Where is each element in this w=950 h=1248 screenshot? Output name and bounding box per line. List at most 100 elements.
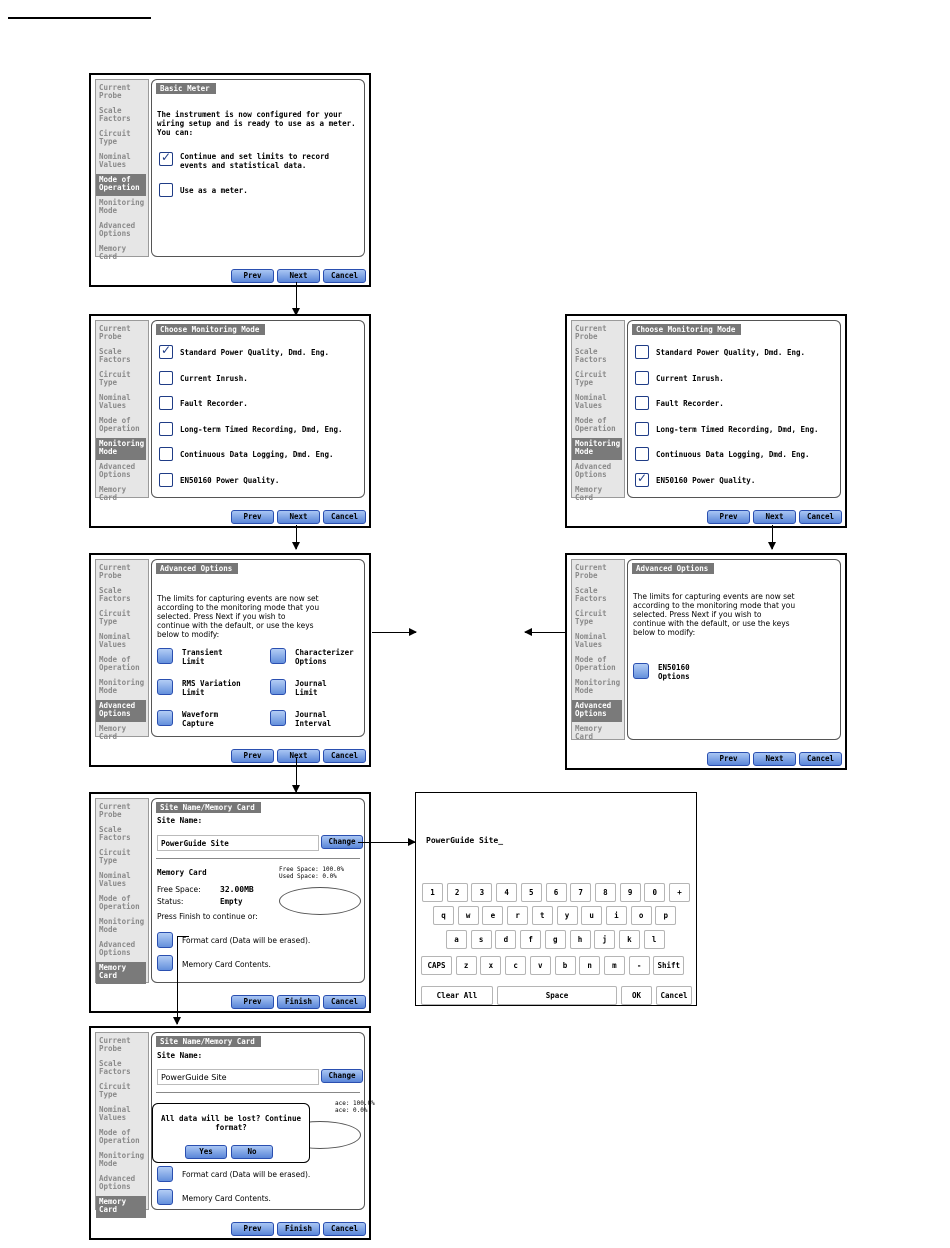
mode-checkbox-continuous[interactable] bbox=[635, 447, 649, 461]
memory-card-contents-key[interactable] bbox=[157, 1189, 173, 1205]
key-6[interactable]: 6 bbox=[545, 883, 567, 902]
format-card-key[interactable] bbox=[157, 932, 173, 948]
sidebar-item-current-probe[interactable]: Current Probe bbox=[99, 1036, 131, 1053]
key-m[interactable]: m bbox=[603, 956, 625, 975]
key-4[interactable]: 4 bbox=[496, 883, 518, 902]
key-x[interactable]: x bbox=[480, 956, 502, 975]
key-f[interactable]: f bbox=[520, 930, 542, 949]
key-i[interactable]: i bbox=[605, 906, 627, 925]
key-c[interactable]: c bbox=[505, 956, 527, 975]
sidebar-item-current-probe[interactable]: Current Probe bbox=[99, 324, 131, 341]
mode-checkbox-inrush[interactable] bbox=[635, 371, 649, 385]
sidebar-item-circuit-type[interactable]: Circuit Type bbox=[99, 1082, 131, 1099]
continue-checkbox[interactable] bbox=[159, 150, 173, 166]
memory-card-contents-key[interactable] bbox=[157, 955, 173, 971]
sidebar-item-scale-factors[interactable]: Scale Factors bbox=[99, 106, 131, 123]
sidebar-item-nominal-values[interactable]: Nominal Values bbox=[99, 871, 131, 888]
sidebar-item-memory-card[interactable]: Memory Card bbox=[99, 244, 127, 261]
key-e[interactable]: e bbox=[482, 906, 504, 925]
clear-all-key[interactable]: Clear All bbox=[421, 986, 493, 1005]
cancel-button[interactable]: Cancel bbox=[799, 752, 842, 766]
sidebar-item-circuit-type[interactable]: Circuit Type bbox=[575, 370, 607, 387]
finish-button[interactable]: Finish bbox=[277, 995, 320, 1009]
cancel-button[interactable]: Cancel bbox=[323, 1222, 366, 1236]
sidebar-item-current-probe[interactable]: Current Probe bbox=[575, 563, 607, 580]
key-b[interactable]: b bbox=[554, 956, 576, 975]
key-shift[interactable]: Shift bbox=[653, 956, 685, 975]
key-k[interactable]: k bbox=[618, 930, 640, 949]
sidebar-item-monitoring-mode[interactable]: Monitoring Mode bbox=[572, 438, 622, 460]
sidebar-item-nominal-values[interactable]: Nominal Values bbox=[575, 632, 607, 649]
sidebar-item-advanced-options[interactable]: Advanced Options bbox=[572, 700, 622, 722]
key-z[interactable]: z bbox=[455, 956, 477, 975]
prev-button[interactable]: Prev bbox=[231, 510, 274, 524]
sidebar-item-current-probe[interactable]: Current Probe bbox=[575, 324, 607, 341]
key-s[interactable]: s bbox=[470, 930, 492, 949]
next-button[interactable]: Next bbox=[753, 752, 796, 766]
mode-checkbox-continuous[interactable] bbox=[159, 447, 173, 461]
key-u[interactable]: u bbox=[581, 906, 603, 925]
prev-button[interactable]: Prev bbox=[707, 752, 750, 766]
rms-variation-limit-key[interactable] bbox=[157, 679, 173, 695]
next-button[interactable]: Next bbox=[753, 510, 796, 524]
sidebar-item-mode-of-operation[interactable]: Mode of Operation bbox=[99, 655, 140, 672]
journal-limit-key[interactable] bbox=[270, 679, 286, 695]
change-button[interactable]: Change bbox=[321, 1069, 363, 1083]
sidebar-item-monitoring-mode[interactable]: Monitoring Mode bbox=[96, 438, 146, 460]
sidebar-item-advanced-options[interactable]: Advanced Options bbox=[99, 1174, 136, 1191]
cancel-button[interactable]: Cancel bbox=[323, 269, 366, 283]
key-j[interactable]: j bbox=[594, 930, 616, 949]
key-g[interactable]: g bbox=[544, 930, 566, 949]
sidebar-item-memory-card[interactable]: Memory Card bbox=[96, 962, 146, 984]
sidebar-item-mode-of-operation[interactable]: Mode of Operation bbox=[99, 416, 140, 433]
key-7[interactable]: 7 bbox=[570, 883, 592, 902]
sidebar-item-mode-of-operation[interactable]: Mode of Operation bbox=[99, 1128, 140, 1145]
mode-checkbox-fault[interactable] bbox=[159, 396, 173, 410]
key-l[interactable]: l bbox=[643, 930, 665, 949]
cancel-button[interactable]: Cancel bbox=[799, 510, 842, 524]
prev-button[interactable]: Prev bbox=[231, 269, 274, 283]
sidebar-item-current-probe[interactable]: Current Probe bbox=[99, 802, 131, 819]
key-8[interactable]: 8 bbox=[594, 883, 616, 902]
key-q[interactable]: q bbox=[433, 906, 454, 925]
key-a[interactable]: a bbox=[446, 930, 467, 949]
cancel-button[interactable]: Cancel bbox=[323, 995, 366, 1009]
sidebar-item-scale-factors[interactable]: Scale Factors bbox=[575, 347, 607, 364]
key-h[interactable]: h bbox=[569, 930, 591, 949]
sidebar-item-scale-factors[interactable]: Scale Factors bbox=[575, 586, 607, 603]
mode-checkbox-en50160[interactable] bbox=[635, 471, 649, 487]
key-3[interactable]: 3 bbox=[471, 883, 493, 902]
format-card-key[interactable] bbox=[157, 1166, 173, 1182]
sidebar-item-circuit-type[interactable]: Circuit Type bbox=[99, 848, 131, 865]
mode-checkbox-en50160[interactable] bbox=[159, 473, 173, 487]
sidebar-item-memory-card[interactable]: Memory Card bbox=[575, 485, 603, 502]
sidebar-item-circuit-type[interactable]: Circuit Type bbox=[99, 609, 131, 626]
sidebar-item-scale-factors[interactable]: Scale Factors bbox=[99, 825, 131, 842]
sidebar-item-nominal-values[interactable]: Nominal Values bbox=[575, 393, 607, 410]
next-button[interactable]: Next bbox=[277, 749, 320, 763]
sidebar-item-advanced-options[interactable]: Advanced Options bbox=[96, 700, 146, 722]
characterizer-options-key[interactable] bbox=[270, 648, 286, 664]
sidebar-item-monitoring-mode[interactable]: Monitoring Mode bbox=[575, 678, 621, 695]
mode-checkbox-inrush[interactable] bbox=[159, 371, 173, 385]
sidebar-item-memory-card[interactable]: Memory Card bbox=[99, 724, 127, 741]
yes-button[interactable]: Yes bbox=[185, 1145, 227, 1159]
next-button[interactable]: Next bbox=[277, 269, 320, 283]
key-5[interactable]: 5 bbox=[520, 883, 542, 902]
key-0[interactable]: 0 bbox=[644, 883, 666, 902]
key-y[interactable]: y bbox=[556, 906, 578, 925]
key-plus[interactable]: + bbox=[669, 883, 690, 902]
next-button[interactable]: Next bbox=[277, 510, 320, 524]
sidebar-item-memory-card[interactable]: Memory Card bbox=[99, 485, 127, 502]
key-1[interactable]: 1 bbox=[422, 883, 443, 902]
prev-button[interactable]: Prev bbox=[231, 1222, 274, 1236]
sidebar-item-advanced-options[interactable]: Advanced Options bbox=[99, 940, 136, 957]
sidebar-item-circuit-type[interactable]: Circuit Type bbox=[99, 370, 131, 387]
mode-checkbox-standard[interactable] bbox=[635, 345, 649, 359]
sidebar-item-mode-of-operation[interactable]: Mode of Operation bbox=[96, 174, 146, 196]
key-r[interactable]: r bbox=[507, 906, 529, 925]
meter-checkbox[interactable] bbox=[159, 183, 173, 197]
sidebar-item-advanced-options[interactable]: Advanced Options bbox=[99, 462, 136, 479]
space-key[interactable]: Space bbox=[497, 986, 617, 1005]
sidebar-item-nominal-values[interactable]: Nominal Values bbox=[99, 1105, 131, 1122]
